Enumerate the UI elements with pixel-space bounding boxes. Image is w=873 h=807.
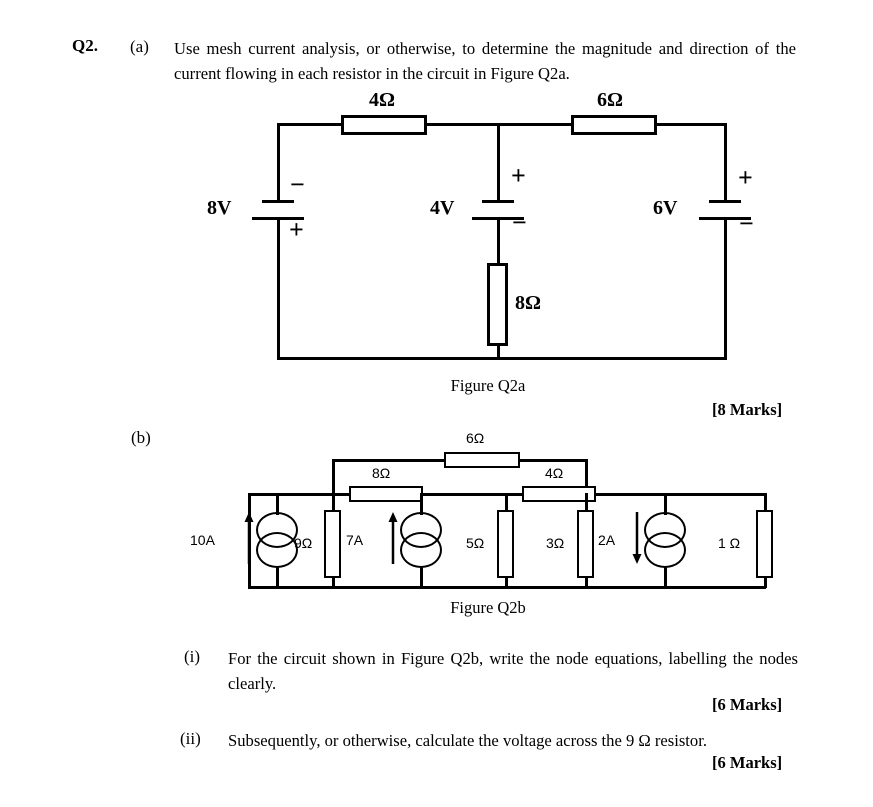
resistor-8ohm-body bbox=[487, 263, 508, 346]
wire-q2b-topbranch-left-riser bbox=[332, 459, 335, 495]
source-8v-top-sign: − bbox=[290, 170, 305, 199]
resistor-q2b-6ohm-body bbox=[444, 452, 520, 468]
wire-q2b-5ohm-bottom bbox=[505, 576, 508, 588]
wire-q2b-1ohm-top bbox=[764, 493, 767, 511]
battery-8v-short-plate bbox=[262, 200, 294, 203]
wire-r6-to-right-corner bbox=[655, 123, 727, 126]
current-source-7a-label: 7A bbox=[346, 532, 364, 548]
part-b-label: (b) bbox=[131, 428, 151, 447]
current-arrow-2a bbox=[632, 512, 642, 564]
source-6v-label: 6V bbox=[653, 197, 678, 219]
current-source-10a-label: 10A bbox=[190, 532, 215, 548]
resistor-q2b-3ohm-body bbox=[577, 510, 594, 578]
figure-q2a-caption: Figure Q2a bbox=[450, 376, 526, 395]
resistor-q2b-6ohm-label: 6Ω bbox=[466, 430, 485, 446]
wire-q2b-7a-bottom bbox=[420, 566, 423, 588]
source-8v-label: 8V bbox=[207, 197, 232, 219]
current-arrow-10a bbox=[244, 512, 254, 564]
figure-q2b-circuit: 6Ω 8Ω 4Ω 10A 9Ω bbox=[190, 430, 773, 589]
wire-bottom-rail bbox=[277, 357, 727, 360]
wire-q2b-topbranch-right bbox=[518, 459, 588, 462]
wire-q2b-7a-top bbox=[420, 493, 423, 515]
wire-q2b-1ohm-bottom bbox=[764, 576, 767, 588]
resistor-6ohm-label: 6Ω bbox=[597, 89, 624, 111]
resistor-q2b-9ohm-label: 9Ω bbox=[294, 535, 313, 551]
current-arrow-7a bbox=[388, 512, 398, 564]
current-source-10a bbox=[256, 512, 298, 568]
part-b-ii-marks: [6 Marks] bbox=[712, 753, 783, 772]
resistor-q2b-8ohm-label: 8Ω bbox=[372, 465, 391, 481]
figure-q2a-circuit: 4Ω 6Ω 8V − + 4V + − 8Ω 6V + − bbox=[0, 0, 873, 380]
wire-q2b-5ohm-top bbox=[505, 493, 508, 511]
source-4v-top-sign: + bbox=[511, 161, 526, 190]
resistor-q2b-1ohm-label: 1 Ω bbox=[718, 535, 741, 551]
wire-q2b-topbranch-right-riser bbox=[585, 459, 588, 495]
wire-mid-between-4v-and-8ohm bbox=[497, 217, 500, 264]
wire-q2b-2a-top bbox=[664, 493, 667, 515]
current-source-2a-circle-bottom bbox=[644, 532, 686, 568]
current-source-2a bbox=[644, 512, 686, 568]
wire-left-upper bbox=[277, 123, 280, 201]
current-source-10a-circle-bottom bbox=[256, 532, 298, 568]
source-8v-bottom-sign: + bbox=[289, 215, 304, 244]
wire-q2b-10a-bottom bbox=[276, 566, 279, 588]
part-b-i-marks: [6 Marks] bbox=[712, 695, 783, 714]
wire-q2b-2a-bottom bbox=[664, 566, 667, 588]
wire-q2b-topbranch-left bbox=[332, 459, 446, 462]
resistor-q2b-9ohm-body bbox=[324, 510, 341, 578]
source-6v-bottom-sign: − bbox=[739, 209, 754, 238]
source-4v-label: 4V bbox=[430, 197, 455, 219]
wire-mid-bottom bbox=[497, 345, 500, 360]
wire-left-lower bbox=[277, 217, 280, 360]
part-b-ii-text: Subsequently, or otherwise, calculate th… bbox=[228, 731, 707, 750]
wire-q2b-mid-right bbox=[594, 493, 766, 496]
resistor-q2b-8ohm-body bbox=[349, 486, 423, 502]
wire-q2b-mid-center bbox=[421, 493, 524, 496]
wire-right-lower bbox=[724, 217, 727, 360]
wire-q2b-3ohm-bottom bbox=[585, 576, 588, 588]
battery-4v-short-plate bbox=[482, 200, 514, 203]
current-source-7a bbox=[400, 512, 442, 568]
resistor-8ohm-label: 8Ω bbox=[515, 292, 542, 314]
wire-q2b-mid-left bbox=[248, 493, 351, 496]
part-b-i-label: (i) bbox=[184, 647, 201, 666]
wire-q2b-9ohm-top bbox=[332, 493, 335, 511]
resistor-4ohm-label: 4Ω bbox=[369, 89, 396, 111]
battery-6v-short-plate bbox=[709, 200, 741, 203]
figure-q2b-caption: Figure Q2b bbox=[450, 598, 526, 617]
resistor-q2b-5ohm-label: 5Ω bbox=[466, 535, 485, 551]
resistor-q2b-1ohm-body bbox=[756, 510, 773, 578]
part-a-text: Use mesh current analysis, or otherwise,… bbox=[174, 39, 796, 83]
source-6v-top-sign: + bbox=[738, 163, 753, 192]
wire-q2b-9ohm-bottom bbox=[332, 576, 335, 588]
part-b-i-text: For the circuit shown in Figure Q2b, wri… bbox=[228, 649, 798, 693]
wire-q2b-3ohm-top bbox=[585, 493, 588, 511]
question-number: Q2. bbox=[72, 36, 98, 55]
resistor-q2b-5ohm-body bbox=[497, 510, 514, 578]
part-a-label: (a) bbox=[130, 37, 149, 56]
part-a-marks: [8 Marks] bbox=[712, 400, 783, 419]
current-source-7a-circle-bottom bbox=[400, 532, 442, 568]
part-b-ii-label: (ii) bbox=[180, 729, 201, 748]
wire-top-left-to-r4 bbox=[277, 123, 343, 126]
wire-mid-top bbox=[497, 123, 500, 201]
resistor-q2b-3ohm-label: 3Ω bbox=[546, 535, 565, 551]
source-4v-bottom-sign: − bbox=[512, 208, 527, 237]
wire-q2b-10a-top bbox=[276, 493, 279, 515]
wire-right-upper bbox=[724, 123, 727, 201]
resistor-q2b-4ohm-label: 4Ω bbox=[545, 465, 564, 481]
current-source-2a-label: 2A bbox=[598, 532, 616, 548]
